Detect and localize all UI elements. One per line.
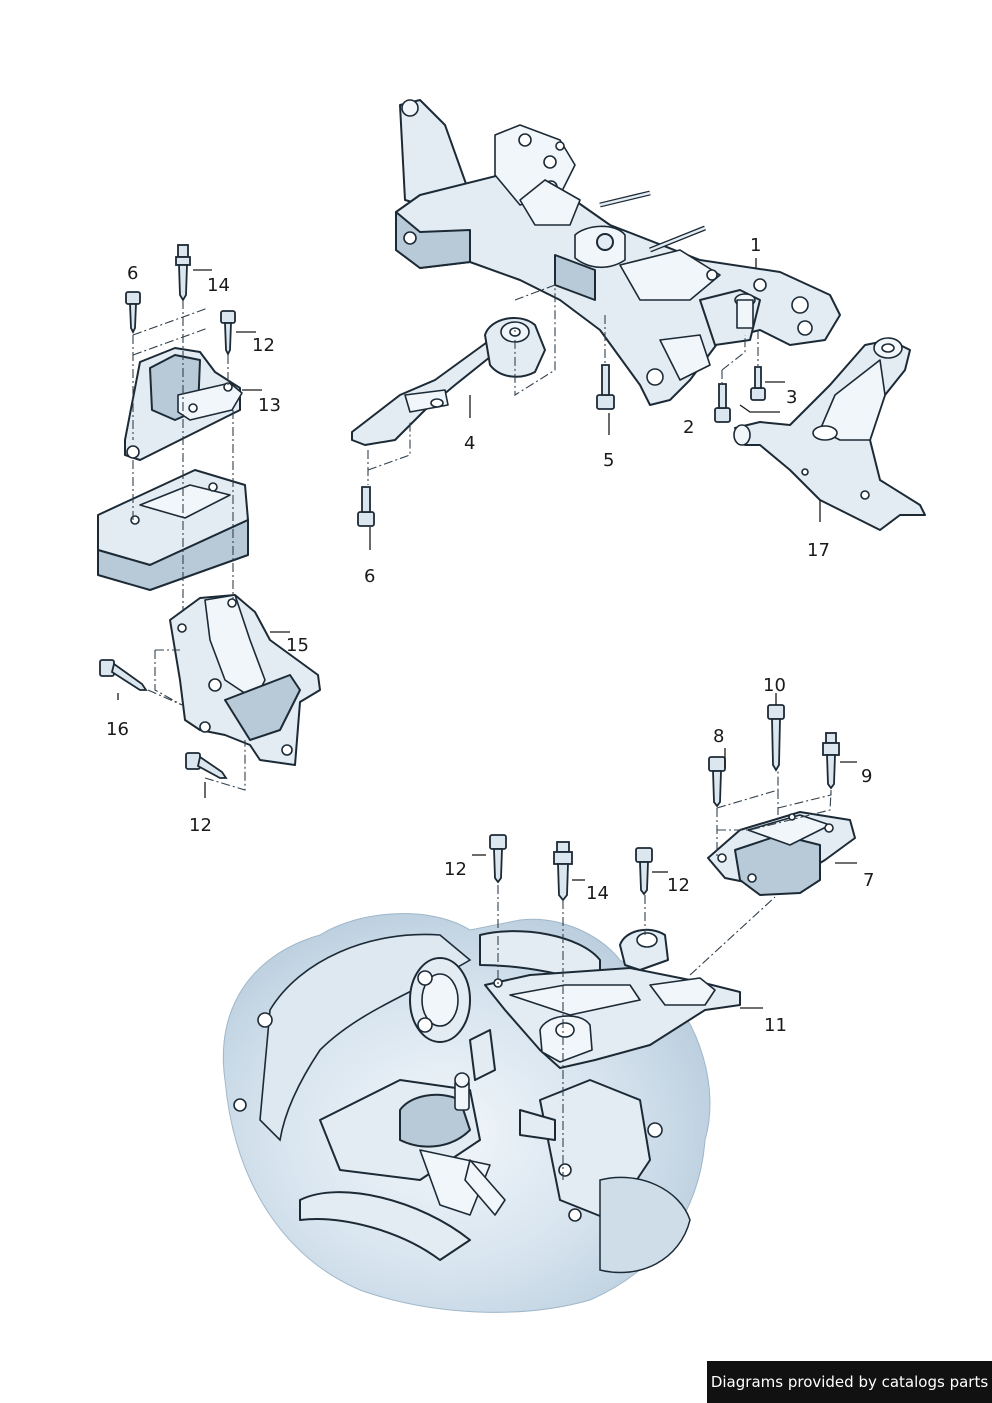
callout-5: 5 [603,450,614,471]
credit-footer: Diagrams provided by catalogs parts [707,1361,992,1403]
callout-12-right: 12 [667,875,690,896]
mount-pad [97,469,249,591]
subframe [395,99,841,406]
callout-4: 4 [464,433,475,454]
bolt-14-upper [175,244,191,302]
callout-8: 8 [713,726,724,747]
leader-lines [117,258,857,1009]
callout-14-mid: 14 [586,883,609,904]
bolt-6-upper [125,291,141,335]
callout-11: 11 [764,1015,787,1036]
callout-17: 17 [807,540,830,561]
callout-6-upper: 6 [127,263,138,284]
callout-12-bracket: 12 [189,815,212,836]
callout-6-lower: 6 [364,566,375,587]
bolt-9 [822,732,840,790]
control-arm [733,337,926,531]
engine-mount [124,347,243,461]
callout-12-upper: 12 [252,335,275,356]
callout-labels: 1 2 3 4 5 6 6 7 8 9 10 11 12 12 12 12 13… [106,235,874,1036]
callout-10: 10 [763,675,786,696]
bolt-12-upper [220,310,236,357]
callout-14-upper: 14 [207,275,230,296]
bolt-12-bracket [185,752,228,779]
assembly-lines [132,284,832,1180]
bolt-2 [714,383,731,423]
callout-12-left: 12 [444,859,467,880]
bolt-8 [708,756,726,808]
bolt-14-mid [553,841,573,902]
torque-rod [351,317,546,446]
callout-16: 16 [106,719,129,740]
bolt-5 [596,364,615,410]
callout-9: 9 [861,766,872,787]
bolt-16 [99,659,148,691]
bolt-12-a [489,834,507,884]
callout-3: 3 [786,387,797,408]
transmission-bracket [484,928,741,1069]
bolt-6-lower [357,486,375,527]
bracket [169,594,321,766]
callout-13: 13 [258,395,281,416]
callout-1: 1 [750,235,761,256]
callout-7: 7 [863,870,874,891]
bolt-12-b [635,847,653,896]
gearbox-mount [707,811,856,896]
bolt-3 [750,366,766,401]
bolt-10 [767,704,785,772]
callout-15: 15 [286,635,309,656]
callout-2: 2 [683,417,694,438]
bolts [99,244,840,902]
